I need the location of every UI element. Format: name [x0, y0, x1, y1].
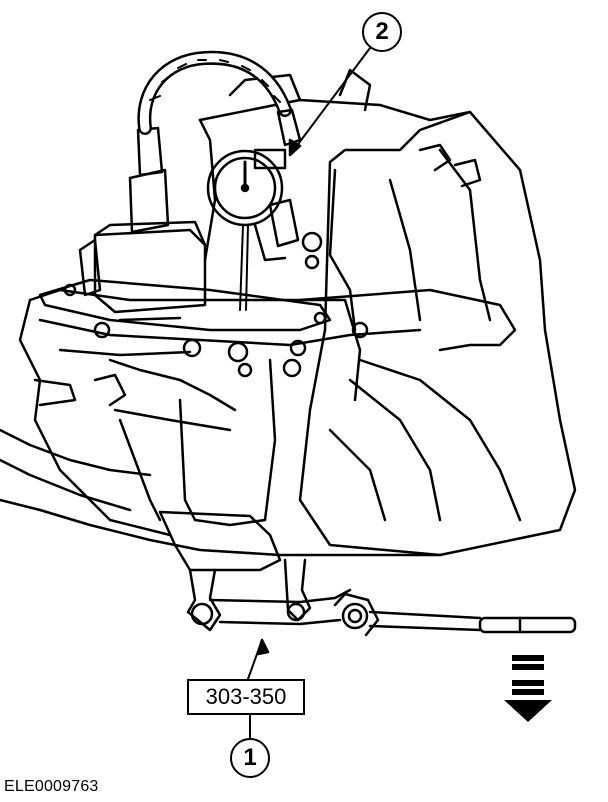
gearbox-case: [0, 288, 517, 557]
callout-2-label: 2: [375, 18, 389, 45]
flange-bolts: [93, 321, 369, 378]
callout-1-label: 1: [243, 744, 257, 771]
special-tool-label: 303-350: [187, 679, 305, 715]
transmission-housing: [198, 68, 577, 557]
callout-1: 1: [230, 738, 270, 778]
shift-linkage-tool: [158, 510, 577, 637]
dial-indicator-gauge: [206, 148, 323, 311]
direction-arrow-icon: [504, 655, 552, 722]
magnetic-base: [78, 220, 207, 322]
callout-2: 2: [362, 12, 402, 52]
illustration-reference-id: ELE0009763: [4, 778, 99, 795]
special-tool-number: 303-350: [205, 684, 287, 709]
flexible-arm: [128, 50, 302, 234]
mounting-bracket: [38, 278, 332, 332]
callout-leader-lines: [247, 47, 371, 739]
